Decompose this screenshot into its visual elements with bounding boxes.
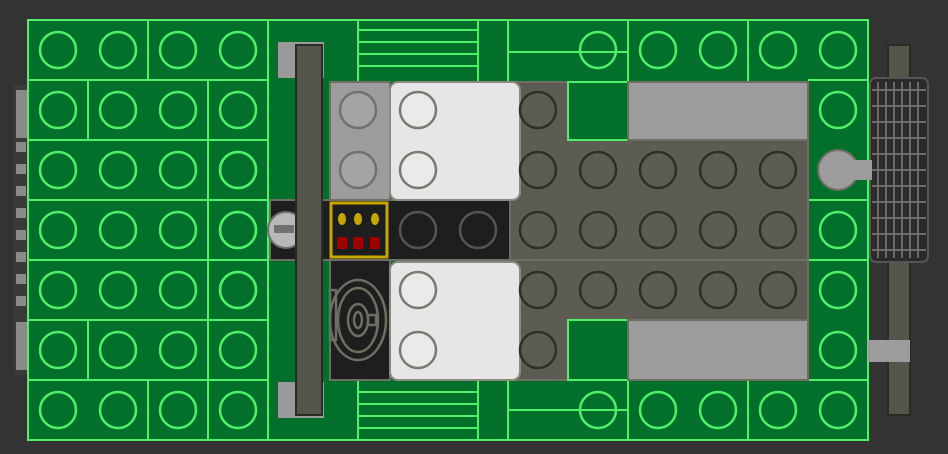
vertical-bar — [278, 42, 324, 418]
stud — [818, 270, 858, 310]
stud — [98, 210, 138, 250]
red-button — [370, 237, 380, 249]
stud — [758, 270, 798, 310]
right-grille — [817, 44, 929, 416]
yellow-light — [338, 213, 346, 225]
pin — [16, 296, 26, 306]
stud — [638, 210, 678, 250]
stud — [578, 210, 618, 250]
stud — [158, 270, 198, 310]
stud — [338, 90, 378, 130]
stud — [638, 150, 678, 190]
red-button — [337, 237, 347, 249]
stud — [98, 270, 138, 310]
green-brick-outlines — [28, 20, 868, 440]
green-tile-top — [567, 81, 629, 141]
stud — [218, 150, 258, 190]
stud — [218, 30, 258, 70]
stud — [638, 390, 678, 430]
stud — [698, 150, 738, 190]
stud — [158, 90, 198, 130]
stud — [758, 150, 798, 190]
stud — [578, 270, 618, 310]
stud — [578, 30, 618, 70]
stud — [158, 390, 198, 430]
pin — [16, 208, 26, 218]
stud — [218, 270, 258, 310]
stud — [758, 210, 798, 250]
stud — [518, 90, 558, 130]
stud — [218, 330, 258, 370]
stud — [218, 90, 258, 130]
stud — [218, 210, 258, 250]
stud — [158, 30, 198, 70]
light-grey-tile-top — [627, 81, 809, 141]
stud — [38, 30, 78, 70]
stud — [38, 270, 78, 310]
stud — [38, 90, 78, 130]
stud — [698, 210, 738, 250]
pin — [16, 274, 26, 284]
stud — [38, 210, 78, 250]
pin — [16, 230, 26, 240]
rod-connector — [868, 340, 910, 362]
stud — [818, 210, 858, 250]
stud — [218, 390, 258, 430]
pin — [16, 142, 26, 152]
stud — [158, 150, 198, 190]
stud — [638, 270, 678, 310]
grey-studs — [338, 90, 798, 370]
stud — [458, 210, 498, 250]
stud — [578, 390, 618, 430]
stud — [698, 30, 738, 70]
yellow-light — [354, 213, 362, 225]
stud — [758, 30, 798, 70]
stud — [698, 270, 738, 310]
steering-wheel — [328, 278, 388, 362]
green-studs — [38, 29, 858, 430]
stud — [758, 390, 798, 430]
light-grey-tile-bottom — [627, 319, 809, 381]
stud — [98, 390, 138, 430]
stud — [158, 330, 198, 370]
pin — [16, 186, 26, 196]
stud — [818, 30, 858, 70]
stud — [518, 210, 558, 250]
stud — [638, 30, 678, 70]
stud — [398, 90, 438, 130]
control-panel — [329, 201, 389, 259]
stud — [98, 30, 138, 70]
stud — [38, 330, 78, 370]
stud — [98, 150, 138, 190]
stud — [398, 150, 438, 190]
stud — [98, 330, 138, 370]
stud — [38, 150, 78, 190]
stud — [98, 90, 138, 130]
stud — [398, 270, 438, 310]
stud — [518, 270, 558, 310]
stud — [818, 330, 858, 370]
stud — [158, 210, 198, 250]
stud — [338, 150, 378, 190]
stud — [38, 390, 78, 430]
red-button — [353, 237, 363, 249]
stud — [518, 150, 558, 190]
green-tile-bottom — [567, 319, 629, 381]
pin — [16, 164, 26, 174]
stud — [818, 90, 858, 130]
stud — [698, 390, 738, 430]
pin — [16, 252, 26, 262]
stud — [578, 150, 618, 190]
yellow-light — [371, 213, 379, 225]
stud — [398, 330, 438, 370]
stud — [518, 330, 558, 370]
stud — [818, 390, 858, 430]
stud — [398, 210, 438, 250]
